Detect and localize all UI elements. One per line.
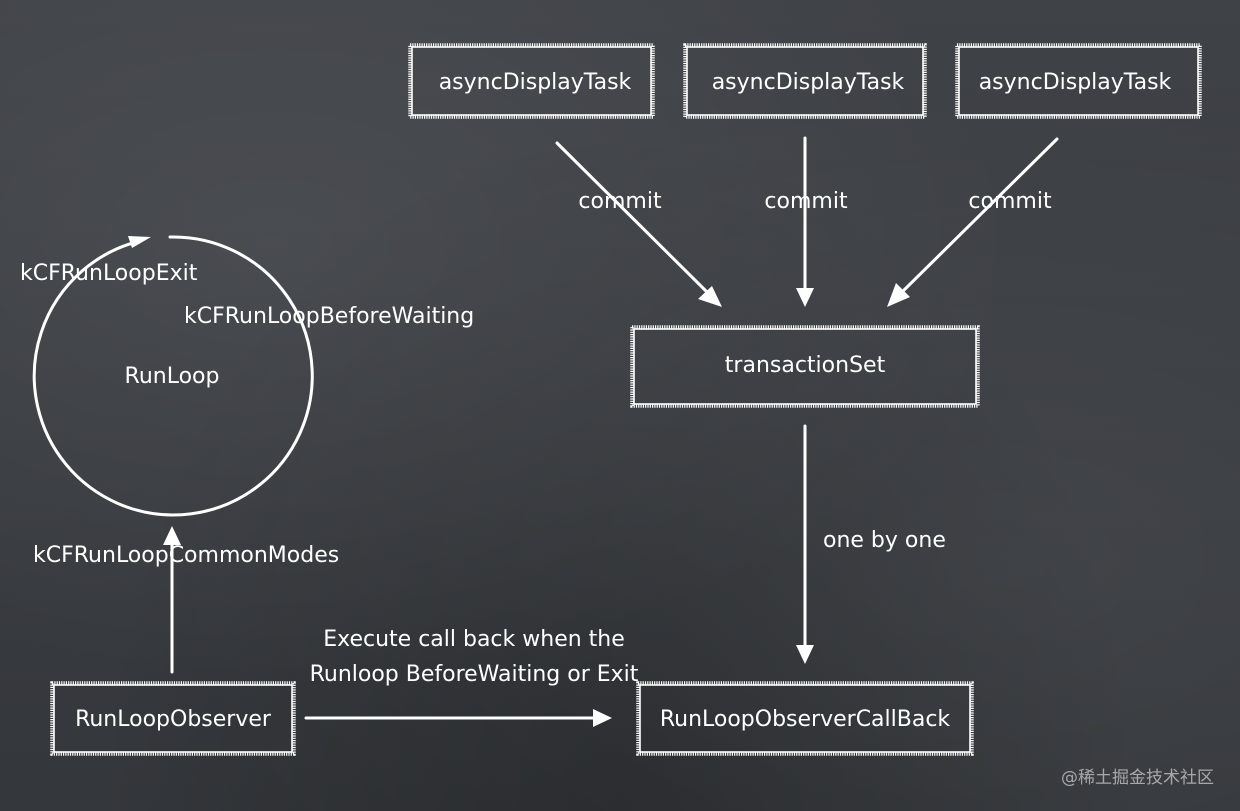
runloop-exit-label: kCFRunLoopExit bbox=[20, 261, 198, 286]
commit-label-1: commit bbox=[578, 189, 662, 214]
watermark-text: @稀土掘金技术社区 bbox=[1061, 768, 1214, 788]
observer-to-runloop-arrow bbox=[163, 526, 181, 674]
runloop-observer-callback-box: RunLoopObserverCallBack bbox=[636, 681, 974, 756]
runloop-common-modes-label: kCFRunLoopCommonModes bbox=[33, 543, 339, 568]
transaction-set-box: transactionSet bbox=[630, 325, 980, 408]
commit-arrow-3 bbox=[887, 137, 1059, 307]
commit-label-3: commit bbox=[968, 189, 1052, 214]
one-by-one-label: one by one bbox=[823, 528, 946, 553]
callback-description-line-1: Execute call back when the bbox=[323, 627, 625, 652]
observer-to-callback-arrow bbox=[304, 709, 612, 727]
transaction-set-label: transactionSet bbox=[725, 353, 886, 378]
callback-description-line-2: Runloop BeforeWaiting or Exit bbox=[310, 662, 639, 687]
one-by-one-arrow bbox=[796, 424, 814, 664]
async-display-task-label-2: asyncDisplayTask bbox=[712, 70, 905, 95]
async-display-task-box-2: asyncDisplayTask bbox=[683, 43, 927, 119]
commit-arrow-1 bbox=[555, 141, 722, 307]
runloop-observer-label: RunLoopObserver bbox=[75, 707, 272, 732]
async-display-task-label-3: asyncDisplayTask bbox=[979, 70, 1172, 95]
runloop-arrow-head bbox=[128, 236, 151, 248]
async-display-task-box-1: asyncDisplayTask bbox=[408, 43, 655, 119]
runloop-before-waiting-label: kCFRunLoopBeforeWaiting bbox=[184, 304, 474, 329]
commit-label-2: commit bbox=[764, 189, 848, 214]
runloop-observer-callback-label: RunLoopObserverCallBack bbox=[660, 707, 951, 732]
async-display-task-label-1: asyncDisplayTask bbox=[439, 70, 632, 95]
async-display-task-box-3: asyncDisplayTask bbox=[955, 43, 1202, 119]
runloop-observer-box: RunLoopObserver bbox=[50, 681, 296, 756]
runloop-center-label: RunLoop bbox=[125, 364, 220, 389]
runloop-circle bbox=[32, 235, 314, 517]
commit-arrow-2 bbox=[796, 136, 814, 307]
